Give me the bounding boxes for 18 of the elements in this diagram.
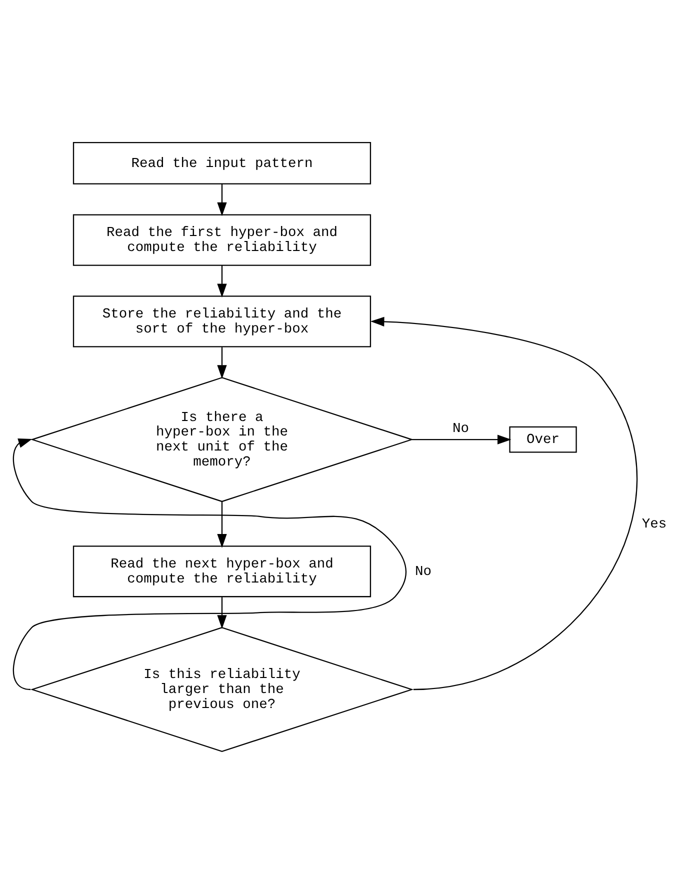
arrow [217, 265, 227, 298]
arrow [217, 597, 227, 629]
arrow [412, 434, 512, 444]
node-diamond: Is there a hyper-box in the next unit of the memory? [30, 377, 414, 502]
node-box: Read the next hyper-box and compute the reliability [72, 546, 372, 598]
edge-label: Yes [642, 517, 667, 532]
arrow [217, 502, 227, 548]
arrow [217, 184, 227, 216]
edge-label: No [452, 422, 470, 438]
node-box: Over [509, 426, 577, 453]
arrow [370, 316, 638, 690]
node-diamond: Is this reliability larger than the previous one? [30, 626, 414, 752]
node-box: Read the first hyper-box and compute the reliability [72, 214, 372, 266]
edge-label: No [414, 564, 432, 580]
arrow [12, 438, 406, 690]
node-box: Store the reliability and the sort of the hyper-box [72, 296, 372, 348]
arrow [217, 347, 227, 379]
node-box: Read the input pattern [72, 142, 372, 184]
